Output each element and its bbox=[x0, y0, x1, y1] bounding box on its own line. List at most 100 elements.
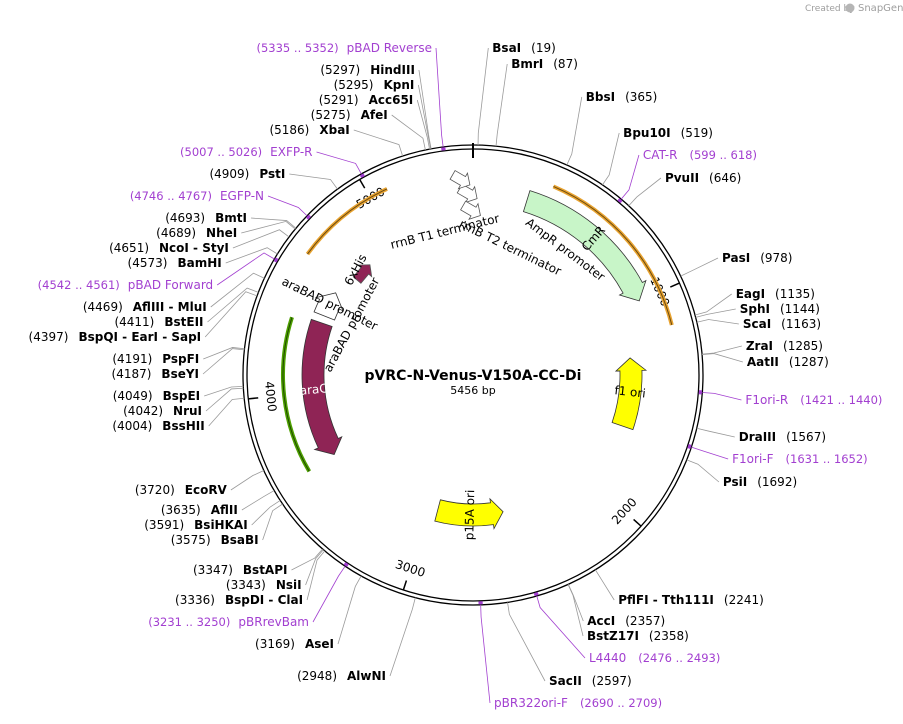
primer-site bbox=[617, 198, 623, 204]
enzyme-label: (4651)NcoI - StyI bbox=[109, 241, 229, 255]
primer-leader bbox=[691, 446, 729, 460]
enzyme-label: BsaI(19) bbox=[492, 41, 556, 55]
enzyme-position: (19) bbox=[531, 41, 556, 55]
enzyme-leader bbox=[702, 353, 743, 363]
enzyme-leader bbox=[262, 503, 283, 541]
primer-site bbox=[533, 592, 539, 597]
enzyme-name: NcoI - StyI bbox=[159, 241, 229, 255]
enzyme-label: BstZ17I(2358) bbox=[587, 629, 689, 643]
small-feature-arrow bbox=[456, 183, 478, 204]
primer-name: L4440 bbox=[589, 651, 626, 665]
enzyme-position: (1287) bbox=[789, 355, 829, 369]
enzyme-leader bbox=[680, 257, 719, 277]
primer-site bbox=[305, 214, 312, 220]
enzyme-label: (3720)EcoRV bbox=[135, 483, 228, 497]
enzyme-position: (5295) bbox=[334, 78, 374, 92]
enzyme-leader bbox=[418, 69, 432, 149]
primer-label: (3231 .. 3250) pBRrevBam bbox=[148, 615, 309, 629]
enzyme-name: BstZ17I bbox=[587, 629, 639, 643]
enzyme-leader bbox=[291, 548, 323, 571]
enzyme-position: (87) bbox=[553, 57, 578, 71]
enzyme-label: (4411)BstEII bbox=[114, 315, 203, 329]
enzyme-name: SphI bbox=[740, 302, 770, 316]
enzyme-name: BmtI bbox=[215, 211, 247, 225]
enzyme-label: (4004)BssHII bbox=[112, 419, 204, 433]
primer-name: pBRrevBam bbox=[238, 615, 309, 629]
primer-site bbox=[273, 257, 279, 263]
enzyme-leader bbox=[210, 272, 265, 308]
enzyme-name: BspQI - EarI - SapI bbox=[78, 330, 201, 344]
enzyme-name: BstAPI bbox=[243, 563, 288, 577]
enzyme-label: (4049)BspEI bbox=[113, 389, 200, 403]
enzyme-leader bbox=[305, 549, 324, 586]
enzyme-label: (4469)AflIII - MluI bbox=[83, 300, 207, 314]
enzyme-label: (5295)KpnI bbox=[334, 78, 415, 92]
enzyme-position: (1567) bbox=[786, 430, 826, 444]
enzyme-label: (4042)NruI bbox=[123, 404, 202, 418]
enzyme-name: AflII bbox=[211, 503, 238, 517]
enzyme-name: AlwNI bbox=[347, 669, 386, 683]
enzyme-leader bbox=[232, 229, 290, 249]
primer-position: (3231 .. 3250) bbox=[148, 615, 230, 629]
enzyme-label: (5275)AfeI bbox=[311, 108, 388, 122]
enzyme-name: NruI bbox=[173, 404, 202, 418]
enzyme-leader bbox=[289, 173, 338, 190]
enzyme-leader bbox=[602, 132, 620, 186]
primer-label: (4746 .. 4767)EGFP-N bbox=[130, 189, 264, 203]
enzyme-leader bbox=[208, 397, 245, 427]
tick-mark bbox=[359, 179, 366, 189]
enzyme-position: (4689) bbox=[156, 226, 196, 240]
enzyme-leader bbox=[250, 217, 297, 229]
enzyme-leader bbox=[694, 293, 732, 316]
enzyme-position: (4573) bbox=[128, 256, 168, 270]
enzyme-label: DraIII(1567) bbox=[739, 430, 826, 444]
enzyme-name: XbaI bbox=[319, 123, 349, 137]
enzyme-position: (3720) bbox=[135, 483, 175, 497]
enzyme-leader bbox=[389, 597, 416, 677]
enzyme-leader bbox=[205, 387, 244, 412]
green-arc-core bbox=[282, 317, 310, 472]
enzyme-label: AatII(1287) bbox=[747, 355, 829, 369]
enzyme-leader bbox=[567, 584, 584, 637]
primer-site bbox=[343, 562, 349, 567]
primer-label: F1ori-F(1631 .. 1652) bbox=[732, 452, 868, 466]
enzyme-label: SacII(2597) bbox=[549, 674, 632, 688]
enzyme-position: (3591) bbox=[144, 518, 184, 532]
primer-position: (5007 .. 5026) bbox=[180, 145, 262, 159]
leader-layer bbox=[202, 47, 743, 704]
enzyme-position: (3343) bbox=[226, 578, 266, 592]
enzyme-name: AflIII - MluI bbox=[133, 300, 207, 314]
feature-arc-layer bbox=[281, 184, 674, 473]
primer-name: pBAD Forward bbox=[128, 278, 213, 292]
tick-label: 4000 bbox=[262, 381, 279, 413]
enzyme-name: AseI bbox=[305, 637, 334, 651]
enzyme-label: PsiI(1692) bbox=[723, 475, 797, 489]
enzyme-label: BmrI(87) bbox=[511, 57, 578, 71]
small-feature-arrow bbox=[460, 200, 481, 221]
primer-site bbox=[441, 147, 446, 151]
primer-name: F1ori-R bbox=[745, 393, 788, 407]
tick-mark bbox=[633, 518, 642, 527]
primer-leader bbox=[702, 392, 742, 401]
enzyme-label: Bpu10I(519) bbox=[623, 126, 713, 140]
primer-leader bbox=[480, 604, 491, 704]
enzyme-name: BsiHKAI bbox=[194, 518, 248, 532]
enzyme-name: NsiI bbox=[276, 578, 302, 592]
primer-position: (5335 .. 5352) bbox=[257, 41, 339, 55]
enzyme-leader bbox=[417, 84, 431, 150]
enzyme-label: (4187)BseYI bbox=[112, 367, 200, 381]
plasmid-length: 5456 bp bbox=[450, 384, 495, 397]
primer-site bbox=[687, 444, 692, 449]
enzyme-label: (3591) BsiHKAI bbox=[144, 518, 247, 532]
primer-name: pBAD Reverse bbox=[347, 41, 432, 55]
credit-text: Created by bbox=[805, 4, 855, 14]
enzyme-name: BseYI bbox=[161, 367, 199, 381]
enzyme-label: (4909)PstI bbox=[209, 167, 285, 181]
enzyme-name: AfeI bbox=[361, 108, 388, 122]
enzyme-leader bbox=[202, 348, 245, 375]
primer-position: (4746 .. 4767) bbox=[130, 189, 212, 203]
enzyme-label: (3336)BspDI - ClaI bbox=[175, 593, 303, 607]
enzyme-name: BamHI bbox=[177, 256, 221, 270]
enzyme-label: (4693)BmtI bbox=[165, 211, 247, 225]
enzyme-position: (4411) bbox=[114, 315, 154, 329]
